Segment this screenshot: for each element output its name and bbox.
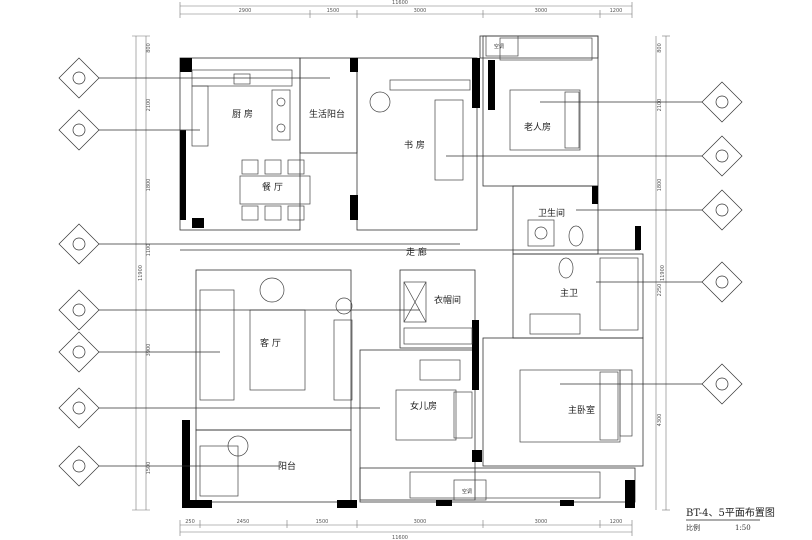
dim-top-total: 11600 <box>392 0 408 6</box>
dim-bottom-seg-3: 1500 <box>316 519 329 525</box>
dim-top-seg-3: 3000 <box>414 8 427 14</box>
elevation-marker-left-3 <box>58 223 460 265</box>
dim-top-seg-4: 3000 <box>535 8 548 14</box>
elevation-marker-right-4 <box>596 261 743 303</box>
dim-right-seg-1: 800 <box>657 43 663 53</box>
label-corridor: 走 廊 <box>406 246 427 258</box>
sofa <box>199 289 235 401</box>
dim-left-seg-1: 800 <box>146 43 152 53</box>
kitchen-side-counter <box>191 85 209 147</box>
elevation-marker-left-4 <box>58 289 420 331</box>
dim-right-seg-4: 2250 <box>657 284 663 297</box>
label-service-balcony: 生活阳台 <box>309 108 345 120</box>
label-daughter-room: 女儿房 <box>410 400 437 412</box>
drawing-title: BT-4、5平面布置图 <box>686 507 775 519</box>
cloak-rack <box>403 281 427 323</box>
label-dining: 餐 厅 <box>262 181 283 193</box>
elevation-marker-left-1 <box>58 57 330 99</box>
study-chair <box>369 91 391 113</box>
daughter-desk <box>419 359 461 381</box>
toilet <box>568 225 584 247</box>
dim-bottom-seg-4: 3000 <box>414 519 427 525</box>
label-master-bedroom: 主卧室 <box>568 404 595 416</box>
lounge-chair <box>199 445 239 497</box>
dimension-lines <box>132 2 670 536</box>
dimension-texts: 11600 2900 1500 3000 3000 1200 11600 250… <box>138 0 666 540</box>
daughter-bed <box>395 389 457 441</box>
room-labels: 厨 房 生活阳台 书 房 老人房 餐 厅 卫生间 走 廊 衣帽间 主卫 客 厅 … <box>232 43 595 495</box>
balcony-cabinets <box>409 471 601 499</box>
scale-label: 比例 <box>686 523 700 532</box>
elevation-marker-left-6 <box>58 387 380 429</box>
elevation-markers <box>58 57 743 487</box>
dim-right-seg-5: 4300 <box>657 414 663 427</box>
elevation-marker-left-2 <box>58 109 200 151</box>
dim-left-seg-2: 2100 <box>146 99 152 112</box>
label-living: 客 厅 <box>260 337 281 349</box>
dim-right-seg-2: 2100 <box>657 99 663 112</box>
elevation-marker-right-5 <box>560 363 743 405</box>
ac-unit-top-box <box>485 35 519 57</box>
dim-bottom-seg-1: 250 <box>185 519 195 525</box>
bathtub <box>599 257 639 331</box>
dim-left-seg-4: 1100 <box>146 244 152 257</box>
dim-top-seg-5: 1200 <box>610 8 623 14</box>
stove <box>271 89 291 141</box>
title-block: BT-4、5平面布置图 比例 1:50 <box>686 507 775 532</box>
label-elder-room: 老人房 <box>524 121 551 133</box>
armchair <box>259 277 285 303</box>
elevation-marker-left-5 <box>58 331 220 373</box>
elevation-marker-right-2 <box>446 135 743 177</box>
dim-top-seg-2: 1500 <box>327 8 340 14</box>
elevation-marker-left-7 <box>58 445 280 487</box>
bookshelf <box>389 79 471 91</box>
label-bathroom: 卫生间 <box>538 207 565 219</box>
ac-unit-bottom-box <box>453 479 487 501</box>
elevation-marker-right-1 <box>540 81 743 123</box>
dim-left-total: 11900 <box>138 265 144 281</box>
coffee-table <box>249 309 306 391</box>
dim-right-total: 11900 <box>660 265 666 281</box>
tv-cabinet <box>333 319 353 401</box>
study-desk <box>434 99 464 181</box>
dim-left-seg-6: 1500 <box>146 462 152 475</box>
dim-bottom-seg-2: 2450 <box>237 519 250 525</box>
scale-value: 1:50 <box>735 524 751 532</box>
elevation-marker-right-3 <box>576 189 743 231</box>
elder-wardrobe <box>499 37 593 61</box>
dim-right-seg-3: 1800 <box>657 179 663 192</box>
dining-table <box>239 175 311 205</box>
thin-walls <box>179 35 644 503</box>
dim-left-seg-5: 3900 <box>146 344 152 357</box>
structural-walls <box>180 58 641 508</box>
sink <box>233 73 251 85</box>
dim-top-seg-1: 2900 <box>239 8 252 14</box>
label-ac-unit-bottom: 空调 <box>462 488 472 495</box>
dim-left-seg-3: 1800 <box>146 179 152 192</box>
label-study: 书 房 <box>404 139 425 151</box>
label-cloakroom: 衣帽间 <box>434 294 461 306</box>
label-balcony: 阳台 <box>278 460 296 472</box>
dim-bottom-total: 11600 <box>392 535 408 540</box>
elder-bed <box>509 89 581 151</box>
label-ac-unit-top: 空调 <box>494 43 504 50</box>
dim-bottom-seg-6: 1200 <box>610 519 623 525</box>
dim-bottom-seg-5: 3000 <box>535 519 548 525</box>
label-kitchen: 厨 房 <box>232 108 253 120</box>
label-master-bath: 主卫 <box>560 287 578 299</box>
